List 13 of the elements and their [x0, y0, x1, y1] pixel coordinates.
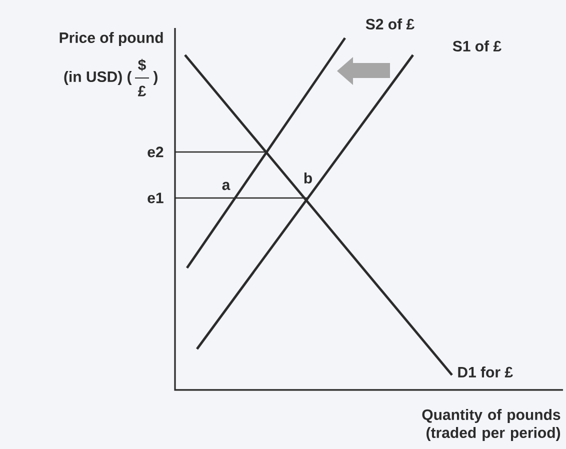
curve-label: S1 of £ [452, 40, 502, 52]
tick-label: e1 [148, 192, 164, 204]
axis-title: Quantity of pounds (traded per period) [422, 409, 560, 441]
axis-title: Price of pound [60, 32, 163, 46]
axis-title: £ [138, 86, 146, 96]
axis-title: ) [153, 71, 158, 85]
point-label: b [304, 172, 312, 184]
axis-title: (in USD) ( [64, 71, 132, 85]
curve-label: D1 for £ [458, 366, 513, 378]
tick-label: e2 [148, 146, 164, 158]
point-label: a [222, 182, 230, 190]
axis-title: $ [138, 58, 146, 72]
curve-label: S2 of £ [366, 18, 414, 30]
